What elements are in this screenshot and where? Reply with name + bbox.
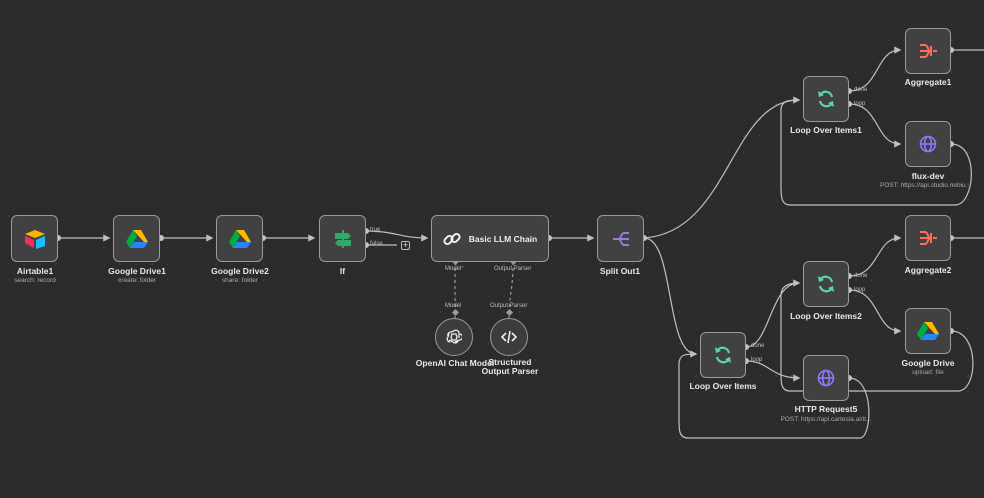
true-port-label: true [370, 227, 381, 233]
node-title: Google Drive1 [108, 266, 166, 276]
node-subtitle: POST: https://api.cartesia.ai/tt... [780, 416, 872, 423]
google-drive-icon [228, 229, 251, 248]
node-title: Aggregate2 [904, 265, 952, 275]
node-title: Basic LLM Chain [468, 233, 538, 244]
aggregate-icon [920, 44, 937, 58]
node-subtitle: share: folder [221, 277, 259, 284]
connection [643, 237, 698, 358]
node-subtitle: search: record [14, 277, 56, 284]
connection [745, 279, 801, 348]
split-out1-node[interactable] [597, 215, 644, 262]
false-port-label: false [370, 241, 383, 247]
connection [780, 282, 974, 392]
google-drive-icon [125, 229, 148, 248]
structured-output-parser-node[interactable] [490, 318, 528, 356]
aggregate1-node[interactable] [905, 28, 951, 74]
google-drive-icon [917, 322, 939, 340]
node-title: Split Out1 [599, 266, 641, 276]
basic-llm-chain-node[interactable]: Basic LLM Chain [431, 215, 549, 262]
globe-icon [919, 135, 937, 153]
globe-icon [817, 369, 835, 387]
openai-icon [446, 329, 462, 344]
node-title: If [339, 266, 346, 276]
node-subtitle: POST: https://api.studio.nebiu... [880, 182, 972, 189]
loop-icon [715, 346, 731, 364]
port-label-text: Model [445, 266, 462, 272]
node-title: Loop Over Items1 [790, 125, 862, 135]
connection [780, 99, 972, 206]
model-port-label: Model* [445, 266, 464, 272]
google-drive1-node[interactable] [113, 215, 160, 262]
node-title: Airtable1 [16, 266, 54, 276]
done-port-label: done [854, 273, 868, 279]
code-icon [501, 330, 517, 344]
aggregate2-node[interactable] [905, 215, 951, 261]
done-port-label: done [854, 87, 868, 93]
node-title: Google Drive2 [211, 266, 269, 276]
loop-over-items-node[interactable] [700, 332, 746, 378]
airtable-node[interactable] [11, 215, 58, 262]
flux-dev-node[interactable] [905, 121, 951, 167]
add-node-button[interactable]: + [401, 240, 410, 250]
loop-icon [818, 275, 834, 293]
connection [848, 234, 902, 277]
output-parser-port-label: Output Parser [490, 303, 528, 309]
node-title: flux-dev [911, 171, 945, 181]
loop-icon [818, 90, 834, 108]
airtable-icon [24, 229, 45, 249]
loop-port-label: loop [854, 287, 866, 293]
loop-over-items2-node[interactable] [803, 261, 849, 307]
connection [678, 353, 870, 439]
node-title: Loop Over Items2 [790, 311, 862, 321]
connection [508, 261, 514, 321]
loop-port-label: loop [751, 357, 763, 363]
node-title: HTTP Request5 [794, 404, 858, 414]
node-title: Loop Over Items [689, 381, 757, 391]
node-title: OpenAI Chat Model [415, 358, 495, 368]
connection [848, 46, 902, 92]
aggregate-icon [920, 231, 937, 245]
connection [365, 230, 429, 242]
http-request5-node[interactable] [803, 355, 849, 401]
if-icon [334, 229, 351, 248]
link-icon [443, 232, 461, 245]
openai-chat-model-node[interactable] [435, 318, 473, 356]
loop-port-label: loop [854, 101, 866, 107]
google-drive2-node[interactable] [216, 215, 263, 262]
node-subtitle: upload: file [912, 369, 944, 376]
output-parser-port-label: Output Parser [494, 266, 532, 272]
connection [848, 103, 902, 148]
required-star: * [461, 266, 464, 272]
connection [643, 96, 801, 239]
done-port-label: done [751, 343, 765, 349]
node-title: Aggregate1 [904, 77, 952, 87]
if-node[interactable] [319, 215, 366, 262]
loop-over-items1-node[interactable] [803, 76, 849, 122]
split-icon [612, 231, 629, 246]
model-port-label: Model [445, 303, 462, 309]
connection [848, 289, 902, 335]
node-title: Structured Output Parser [481, 357, 539, 376]
node-title: Google Drive [901, 358, 955, 368]
connection [745, 360, 801, 382]
node-subtitle: create: folder [118, 277, 156, 284]
google-drive-upload-node[interactable] [905, 308, 951, 354]
